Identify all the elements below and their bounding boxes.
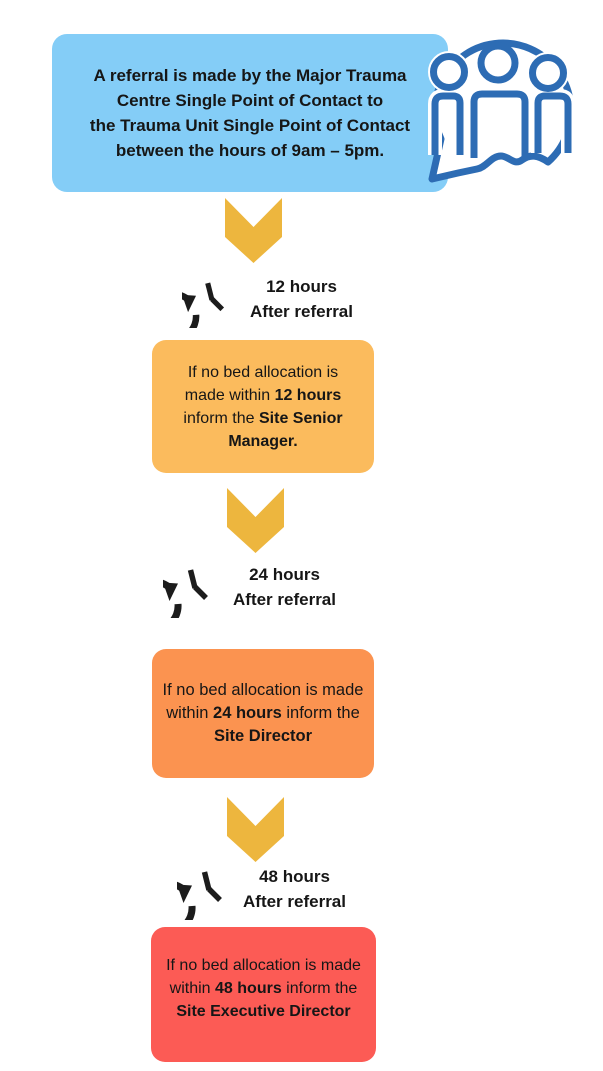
chevron-down-arrow-icon: [225, 198, 282, 263]
timer-after-referral: After referral: [250, 302, 353, 321]
clock-history-icon: [177, 871, 222, 920]
timer-row-12h: 12 hours After referral: [182, 270, 353, 328]
timer-hours: 12 hours: [266, 277, 337, 296]
timer-row-24h: 24 hours After referral: [163, 556, 336, 618]
timer-label: 24 hours After referral: [233, 562, 336, 612]
timer-after-referral: After referral: [233, 590, 336, 609]
clock-history-icon: [163, 569, 208, 618]
timer-label: 12 hours After referral: [250, 274, 353, 324]
timer-after-referral: After referral: [243, 892, 346, 911]
timer-row-48h: 48 hours After referral: [177, 858, 346, 920]
timer-label: 48 hours After referral: [243, 864, 346, 914]
timer-hours: 24 hours: [249, 565, 320, 584]
timer-hours: 48 hours: [259, 867, 330, 886]
chevron-down-arrow-icon: [227, 488, 284, 553]
people-speech-bubble-icon: [428, 39, 575, 183]
chevron-down-arrow-icon: [227, 797, 284, 862]
clock-history-icon: [182, 282, 225, 328]
